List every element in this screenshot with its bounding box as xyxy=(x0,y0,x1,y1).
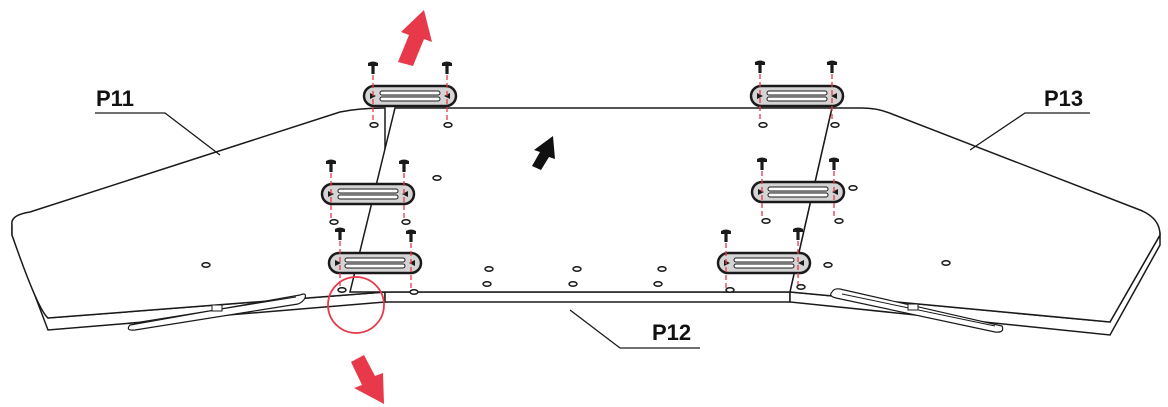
desk-center-panel xyxy=(349,107,833,303)
label-p11: P11 xyxy=(96,86,134,111)
screw-icon xyxy=(368,61,378,74)
bracket-top-right xyxy=(749,60,845,128)
screw-icon xyxy=(442,61,452,74)
arrow-icon xyxy=(532,136,555,170)
arrow-icon xyxy=(398,10,432,66)
bracket-bottom-right xyxy=(716,227,812,293)
leader-lines xyxy=(95,112,1090,349)
screw-icon xyxy=(827,60,837,73)
arrow-icon xyxy=(351,355,384,404)
label-p12: P12 xyxy=(652,320,691,345)
desk-right-panel xyxy=(789,107,1161,336)
label-p13: P13 xyxy=(1044,86,1083,111)
desk-left-panel xyxy=(11,107,386,331)
highlight-circle xyxy=(327,276,385,334)
screw-icon xyxy=(755,60,765,73)
